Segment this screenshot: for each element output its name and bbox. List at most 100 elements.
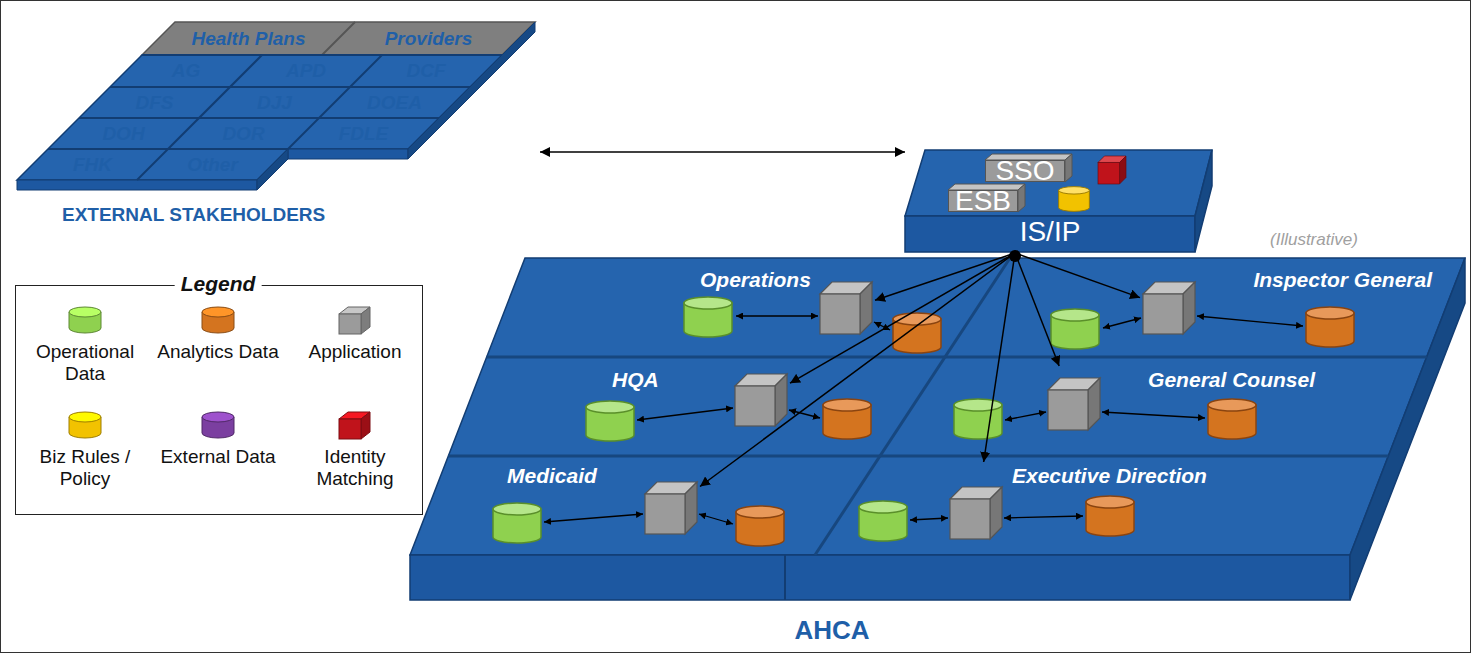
legend-label: External Data: [154, 446, 282, 468]
region-systems: [1208, 399, 1256, 439]
region-systems: [823, 399, 871, 439]
node-label: Executive Direction: [1012, 464, 1207, 488]
region-systems: [586, 401, 634, 441]
legend-label: Operational Data: [21, 341, 149, 385]
stakeholder-tile: DCF: [386, 62, 466, 80]
stakeholder-slab: [322, 22, 355, 55]
connector: [790, 254, 1013, 383]
connector: [875, 254, 1012, 300]
stakeholder-tile: DFS: [115, 94, 195, 112]
isip-slab: [905, 150, 1212, 216]
region-systems: [859, 501, 907, 541]
division-tile: General Counsel: [1044, 366, 1320, 432]
node-label: Medicaid: [507, 464, 597, 488]
ahca-slab: [410, 555, 1350, 600]
integration-platform: IS/IPSSOESB: [905, 146, 1212, 254]
data-flow-arrow: [637, 408, 733, 420]
agency-platform: AHCAOperationsInspector GeneralHQAGenera…: [405, 255, 1470, 652]
note: (Illustrative): [1270, 230, 1358, 250]
region-systems: [1048, 378, 1100, 430]
stakeholder-tile: FDLE: [324, 125, 404, 143]
legend-label: Application: [291, 341, 419, 363]
node-label: APD: [286, 60, 326, 82]
stakeholder-slab: [288, 149, 408, 159]
legend-swatch: [339, 419, 361, 439]
region-systems: [1143, 282, 1195, 334]
node-label: DOR: [222, 123, 264, 145]
stakeholder-tile: DJJ: [235, 94, 315, 112]
legend-swatch: [361, 412, 370, 439]
data-flow-arrow: [544, 514, 643, 522]
stakeholder-slab: [257, 149, 288, 190]
legend-swatch: [69, 307, 101, 317]
node-label: IS/IP: [1020, 216, 1081, 248]
stakeholder-group: EXTERNAL STAKEHOLDERS Health Plans Provide…: [12, 12, 540, 235]
isip-slab: [905, 216, 1195, 252]
region-systems: [1086, 496, 1134, 536]
legend-label: Biz Rules / Policy: [21, 446, 149, 490]
data-flow-arrow: [1197, 316, 1303, 326]
node-label: SSO: [995, 155, 1054, 187]
region-systems: [954, 399, 1002, 439]
legend-label: Identity Matching: [291, 446, 419, 490]
node-label: Providers: [385, 28, 473, 50]
node-label: FHK: [73, 154, 112, 176]
node-label: DOEA: [367, 92, 422, 114]
node-label: General Counsel: [1148, 368, 1315, 392]
legend-swatch: [337, 305, 373, 335]
legend-item: Analytics Data: [154, 305, 282, 363]
region-systems: [1051, 309, 1099, 349]
isip-slab: [1065, 154, 1072, 182]
stakeholder-tile: Health Plans: [187, 30, 309, 48]
node-label: DCF: [406, 60, 445, 82]
data-flow-arrow: [544, 316, 1303, 524]
legend-swatch: [202, 412, 234, 422]
legend-swatch: [361, 307, 370, 334]
legend-item: Application: [291, 305, 419, 363]
stakeholder-slab: [17, 180, 257, 190]
stakeholder-tile: DOEA: [355, 94, 435, 112]
node-label: ESB: [955, 185, 1011, 217]
region-systems: [493, 503, 541, 543]
legend-label: Analytics Data: [154, 341, 282, 363]
stakeholder-slab: [17, 22, 535, 190]
node-label: AHCA: [794, 615, 869, 646]
region-systems: [950, 487, 1002, 539]
service-box: ESB: [948, 190, 1018, 212]
data-flow-arrow: [736, 315, 818, 316]
ahca-slab: [487, 356, 1427, 359]
stakeholder-slab: [137, 149, 168, 180]
connector: [1018, 254, 1140, 298]
legend-swatch: [339, 314, 361, 334]
legend-item: Operational Data: [21, 305, 149, 385]
division-tile: Executive Direction: [945, 462, 1240, 542]
node-label: HQA: [612, 368, 659, 392]
stakeholder-tile: AG: [146, 62, 226, 80]
stakeholder-slab: [17, 55, 502, 180]
data-flow-arrow: [1102, 412, 1205, 418]
stakeholder-tile: Other: [173, 156, 253, 174]
legend-swatch: [69, 412, 101, 422]
region-systems: [735, 374, 787, 426]
node-label: EXTERNAL STAKEHOLDERS: [62, 204, 325, 226]
stakeholder-slab: [142, 22, 535, 55]
stakeholder-slab: [79, 117, 439, 119]
service-box: SSO: [985, 160, 1065, 182]
identity-matching-cube: [1098, 156, 1126, 184]
legend-swatch: [200, 410, 236, 440]
ahca-slab: [410, 258, 1465, 555]
division-tile: HQA: [605, 366, 790, 428]
division-tile: Medicaid: [500, 462, 700, 536]
ahca-slab: [410, 258, 1465, 600]
stakeholder-tile: DOH: [84, 125, 164, 143]
legend-item: External Data: [154, 410, 282, 468]
legend-item: Biz Rules / Policy: [21, 410, 149, 490]
connector: [700, 254, 1014, 487]
stakeholder-slab: [142, 54, 502, 56]
node-label: Other: [187, 154, 238, 176]
node-label: Inspector General: [1253, 268, 1432, 292]
legend-swatch: [67, 410, 103, 440]
connector: [984, 254, 1015, 462]
connector: [540, 151, 905, 153]
